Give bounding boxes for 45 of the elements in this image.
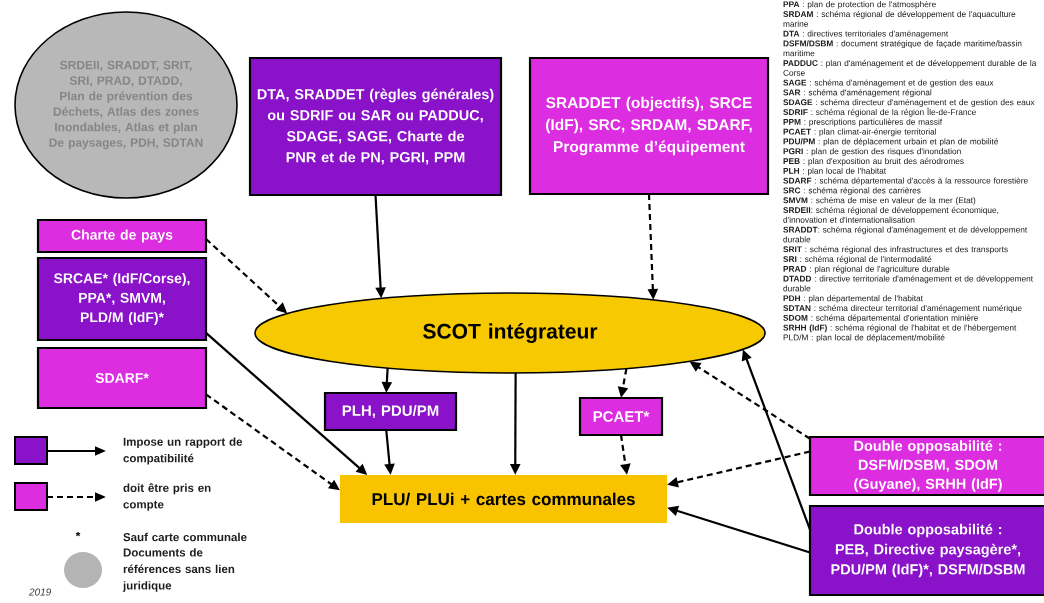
document-box: SRADDET (objectifs), SRCE (IdF), SRC, SRDAM, SDARF, Programme d’équipement xyxy=(528,56,770,196)
glossary-entry: DTADD : directive territoriale d'aménagement et de développement durable xyxy=(783,275,1033,292)
glossary-entry: PADDUC : plan d'aménagement et de développement durable de la Corse xyxy=(783,59,1037,76)
glossary-entry: SAR : schéma d'aménagement régional xyxy=(783,89,932,98)
glossary-entry: SRDEII: schéma régional de développement économique, d'innovation et d'internationalisation xyxy=(783,206,999,223)
glossary-entry: PGRI : plan de gestion des risques d'inondation xyxy=(783,148,961,156)
document-box: PCAET* xyxy=(578,396,664,437)
legend-text: Impose un rapport de compatibilité xyxy=(123,437,243,465)
glossary-entry: SDARF : schéma départemental d'accès à la ressource forestière xyxy=(783,177,1028,186)
legend-text: Documents de références sans lien juridique xyxy=(122,548,235,592)
glossary-entry: SMVM : schéma de mise en valeur de la mer (Etat) xyxy=(783,197,976,205)
glossary-entry: SDTAN : schéma directeur territorial d'aménagement numérique xyxy=(783,304,1022,313)
glossary-entry: SAGE : schéma d'aménagement et de gestion des eaux xyxy=(783,79,994,88)
document-box: Charte de pays xyxy=(36,218,208,254)
glossary-entry: PRAD : plan régional de l'agriculture durable xyxy=(783,265,950,274)
glossary-entry: SRIT : schéma régional des infrastructures et des transports xyxy=(783,246,1008,254)
glossary-entry: SDRIF : schéma régional de la région Île-de-France xyxy=(783,107,976,117)
year-label: 2019 xyxy=(28,588,52,596)
glossary-entry: DSFM/DSBM : document stratégique de façade maritime/bassin maritime xyxy=(783,40,1022,57)
glossary-entry: SRHH (IdF) : schéma régional de l'habitat et de l'hébergement xyxy=(783,324,1017,333)
glossary-entry: SRC : schéma régional des carrières xyxy=(783,187,921,196)
document-box: SDARF* xyxy=(36,346,208,410)
glossary-entry: PLD/M : plan local de déplacement/mobilité xyxy=(783,334,945,343)
legend-text: doit être pris en compte xyxy=(123,483,211,511)
glossary-entry: PEB : plan d'exposition au bruit des aérodromes xyxy=(783,157,964,166)
plu-box: PLU/ PLUi + cartes communales xyxy=(340,475,667,523)
glossary-entry: PCAET : plan climat-air-énergie territorial xyxy=(783,128,936,137)
document-box: Double opposabilité : DSFM/DSBM, SDOM (Guyane), SRHH (IdF) xyxy=(808,435,1044,497)
document-box: DTA, SRADDET (règles générales) ou SDRIF ou SAR ou PADDUC, SDAGE, SAGE, Charte de PNR et de PN, PGRI, PPM xyxy=(248,56,503,197)
glossary-entry: SRI : schéma régional de l'intermodalité xyxy=(783,255,932,264)
glossary-entry: DTA : directives territoriales d'aménagement xyxy=(783,30,949,39)
glossary-entry: SRADDT: schéma régional d'aménagement et de développement durable xyxy=(783,226,1028,243)
document-box: PLH, PDU/PM xyxy=(323,391,458,432)
glossary-entry: PPA : plan de protection de l'atmosphère xyxy=(783,1,936,9)
glossary-entry: PPM : prescriptions particulières de massif xyxy=(783,118,943,127)
glossary-entry: PLH : plan local de l'habitat xyxy=(783,167,886,176)
glossary-entry: SDOM : schéma départemental d'orientation minière xyxy=(783,314,978,323)
legend-text: Sauf carte communale xyxy=(123,532,247,542)
asterisk: * xyxy=(75,531,81,537)
glossary-entry: SDAGE : schéma directeur d'aménagement et de gestion des eaux xyxy=(783,99,1035,107)
glossary-entry: PDU/PM : plan de déplacement urbain et plan de mobilité xyxy=(783,138,999,147)
document-box: SRCAE* (IdF/Corse), PPA*, SMVM, PLD/M (IdF)* xyxy=(36,256,208,342)
glossary-entry: SRDAM : schéma régional de développement de l'aquaculture marine xyxy=(783,10,1016,27)
document-box: Double opposabilité : PEB, Directive paysagère*, PDU/PM (IdF)*, DSFM/DSBM xyxy=(808,504,1044,597)
glossary-entry: PDH : plan départemental de l'habitat xyxy=(783,295,923,303)
